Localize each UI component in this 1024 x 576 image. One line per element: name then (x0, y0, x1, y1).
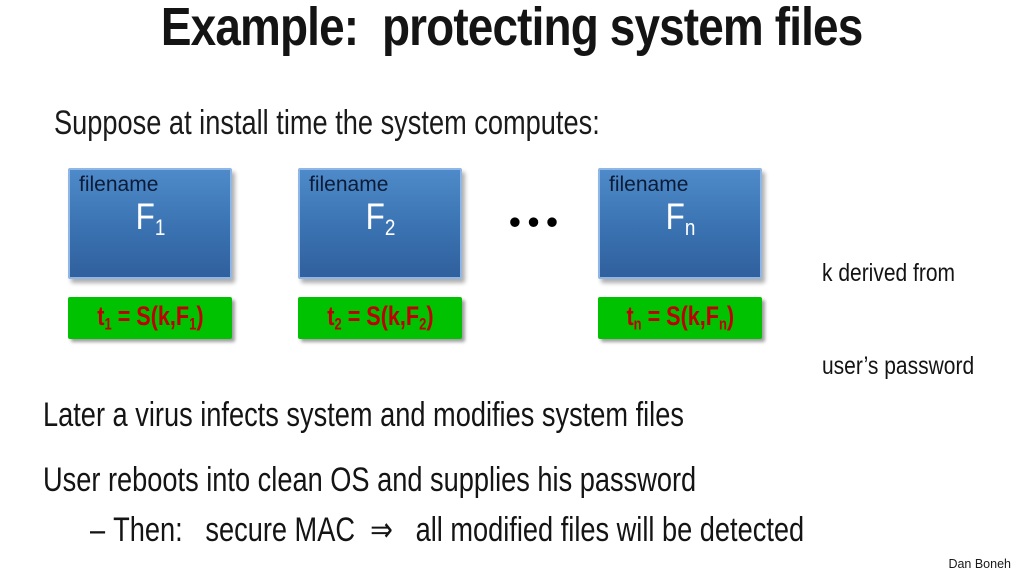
then-line: –Then: secure MAC ⇒ all modified files w… (90, 510, 983, 550)
file-box-2: filename F2 (298, 168, 462, 279)
file-box-1: filename F1 (68, 168, 232, 279)
then-bullet: – (90, 511, 106, 549)
file-symbol-sub: 1 (154, 215, 165, 241)
virus-line: Later a virus infects system and modifie… (43, 396, 684, 434)
then-text: Then: secure MAC ⇒ all modified files wi… (113, 511, 805, 549)
page-title: Example: protecting system files (0, 0, 1024, 58)
key-note-line-2: user’s password (822, 352, 975, 380)
key-note-line-1: k derived from (822, 259, 956, 287)
file-symbol-sub: 2 (384, 215, 395, 241)
file-symbol-base: F (135, 196, 155, 237)
file-symbol-base: F (365, 196, 385, 237)
file-symbol: Fn (600, 196, 760, 241)
mac-tag-box-2: t2 = S(k,F2) (298, 297, 462, 339)
file-symbol-base: F (665, 196, 685, 237)
file-symbol-sub: n (684, 215, 695, 241)
page-title-text: Example: protecting system files (161, 0, 863, 57)
filename-label: filename (309, 173, 389, 196)
file-box-n: filename Fn (598, 168, 762, 279)
key-derivation-note: k derived from user’s password (822, 196, 974, 444)
mac-tag-text: t2 = S(k,F2) (326, 301, 434, 334)
reboot-line: User reboots into clean OS and supplies … (43, 461, 697, 499)
ellipsis-dots: ••• (509, 203, 565, 240)
mac-tag-text: tn = S(k,Fn) (626, 301, 734, 334)
intro-text: Suppose at install time the system compu… (54, 104, 600, 142)
mac-tag-box-1: t1 = S(k,F1) (68, 297, 232, 339)
file-symbol: F2 (300, 196, 460, 241)
file-symbol: F1 (70, 196, 230, 241)
filename-label: filename (79, 173, 159, 196)
mac-tag-box-n: tn = S(k,Fn) (598, 297, 762, 339)
filename-label: filename (609, 173, 689, 196)
mac-tag-text: t1 = S(k,F1) (96, 301, 204, 334)
credit-author: Dan Boneh (948, 557, 1011, 571)
